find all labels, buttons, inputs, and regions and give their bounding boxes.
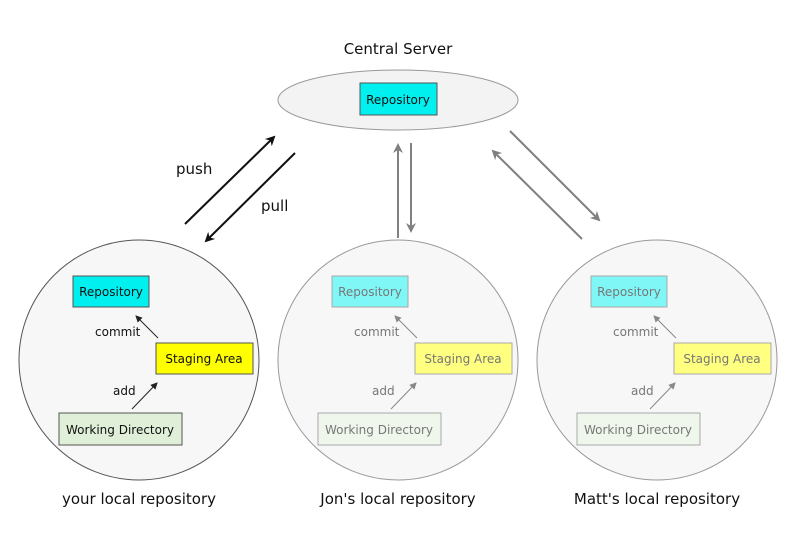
working-directory-label: Working Directory (584, 423, 692, 437)
local-repository-box (72, 275, 150, 308)
commit-label: commit (354, 325, 400, 339)
add-label: add (113, 384, 136, 398)
commit-label: commit (95, 325, 141, 339)
working-directory-box (317, 412, 442, 446)
pull-arrow (204, 152, 296, 243)
local-repository-label: Repository (79, 285, 143, 299)
working-directory-label: Working Directory (325, 423, 433, 437)
local-caption: Jon's local repository (319, 490, 476, 508)
local-repository-jon: Repository commit Staging Area add Worki… (277, 239, 519, 508)
commit-label: commit (613, 325, 659, 339)
jon-sync-arrows (393, 143, 416, 238)
central-repository-label: Repository (366, 93, 430, 107)
pull-label: pull (261, 197, 288, 215)
local-caption: Matt's local repository (574, 490, 740, 508)
add-arrow (131, 382, 158, 410)
working-directory-box (576, 412, 701, 446)
matt-push-arrow (491, 149, 583, 240)
matt-pull-arrow (509, 130, 601, 222)
central-repository-box (359, 82, 438, 116)
local-repository-your: Repository commit Staging Area add Worki… (18, 239, 260, 508)
local-repository-label: Repository (338, 285, 402, 299)
working-directory-label: Working Directory (66, 423, 174, 437)
add-label: add (631, 384, 654, 398)
staging-area-box (414, 342, 513, 375)
staging-area-box (673, 342, 772, 375)
staging-area-label: Staging Area (165, 352, 242, 366)
local-repository-box (590, 275, 668, 308)
local-repository-matt: Repository commit Staging Area add Worki… (536, 239, 778, 508)
push-arrow (184, 135, 276, 225)
add-arrow (649, 382, 676, 410)
add-label: add (372, 384, 395, 398)
local-repository-label: Repository (597, 285, 661, 299)
staging-area-box (155, 342, 254, 375)
commit-arrow (135, 315, 159, 339)
commit-arrow (653, 315, 677, 339)
local-repository-box (331, 275, 409, 308)
matt-sync-arrows (491, 130, 601, 240)
local-caption: your local repository (62, 490, 216, 508)
add-arrow (390, 382, 417, 410)
staging-area-label: Staging Area (683, 352, 760, 366)
your-sync-arrows: push pull (176, 135, 296, 243)
working-directory-box (58, 412, 183, 446)
commit-arrow (394, 315, 418, 339)
push-label: push (176, 160, 212, 178)
staging-area-label: Staging Area (424, 352, 501, 366)
central-server-title: Central Server (344, 40, 453, 58)
central-server: Central Server Repository (277, 40, 519, 131)
